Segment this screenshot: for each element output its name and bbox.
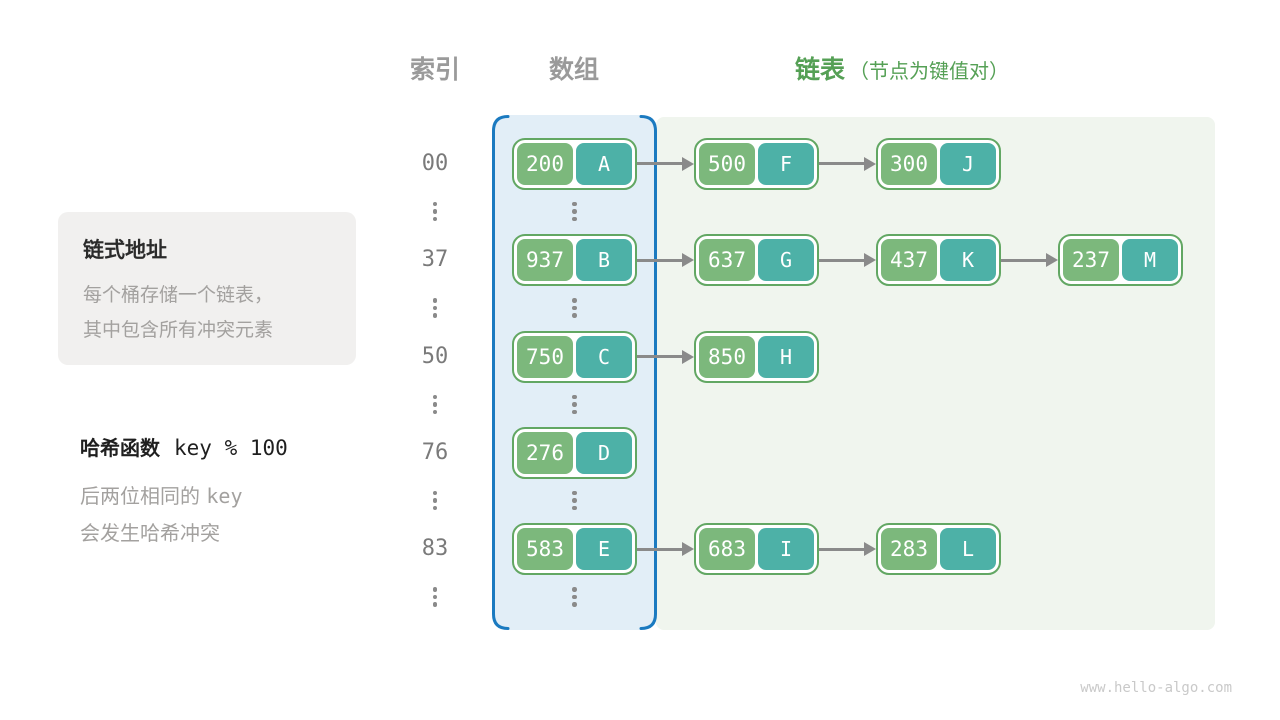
node-value: M [1122, 239, 1178, 281]
index-label: 50 [421, 343, 449, 369]
node-value: B [576, 239, 632, 281]
node-value: A [576, 142, 632, 185]
arrow-right-icon [637, 541, 694, 557]
node-key: 437 [881, 239, 937, 281]
vertical-ellipsis [404, 587, 466, 607]
hash-collision-line: 会发生哈希冲突 [80, 521, 220, 545]
node-value: E [576, 528, 632, 570]
info-box-title: 链式地址 [83, 238, 167, 262]
vertical-ellipsis [512, 587, 637, 607]
hash-function-line: 哈希函数 key % 100 [80, 432, 288, 461]
arrow-right-icon [819, 252, 876, 268]
vertical-ellipsis [404, 394, 466, 414]
hash-function-note: 哈希函数 key % 100 后两位相同的 key 会发生哈希冲突 [80, 432, 288, 552]
header-linked-list-title: 链表 [795, 55, 846, 84]
node-value: C [576, 335, 632, 378]
array-bracket-border [492, 115, 657, 630]
info-box-chaining: 链式地址 每个桶存储一个链表， 其中包含所有冲突元素 [58, 212, 356, 365]
vertical-ellipsis [404, 490, 466, 510]
node-value: K [940, 239, 996, 281]
arrow-right-icon [1001, 252, 1058, 268]
node-value: I [758, 528, 814, 570]
node-value: D [576, 431, 632, 474]
node-key: 276 [517, 431, 573, 474]
node-key: 500 [699, 142, 755, 185]
vertical-ellipsis [404, 201, 466, 221]
arrow-right-icon [637, 252, 694, 268]
index-label: 37 [421, 247, 449, 272]
node-key: 200 [517, 142, 573, 185]
node-key: 237 [1063, 239, 1119, 281]
node-value: J [940, 142, 996, 185]
node-key: 683 [699, 528, 755, 570]
index-label: 76 [421, 439, 449, 465]
arrow-right-icon [819, 156, 876, 172]
arrow-right-icon [637, 349, 694, 365]
hash-collision-code: key [206, 484, 243, 508]
watermark: www.hello-algo.com [1080, 680, 1232, 696]
node-key: 937 [517, 239, 573, 281]
index-label: 83 [421, 536, 449, 561]
info-box-line: 其中包含所有冲突元素 [83, 319, 274, 341]
header-linked-list-note: （节点为键值对） [849, 59, 1010, 83]
node-key: 283 [881, 528, 937, 570]
node-key: 637 [699, 239, 755, 281]
node-value: L [940, 528, 996, 570]
node-key: 750 [517, 335, 573, 378]
arrow-right-icon [819, 541, 876, 557]
vertical-ellipsis [404, 298, 466, 318]
node-value: F [758, 142, 814, 185]
node-key: 300 [881, 142, 937, 185]
vertical-ellipsis [512, 490, 637, 510]
node-value: H [758, 335, 814, 378]
arrow-right-icon [637, 156, 694, 172]
info-box-line: 每个桶存储一个链表， [83, 284, 274, 306]
node-value: G [758, 239, 814, 281]
node-key: 583 [517, 528, 573, 570]
hash-collision-text: 后两位相同的 [80, 484, 200, 508]
hash-function-label: 哈希函数 [80, 436, 160, 460]
hash-function-formula: key % 100 [174, 436, 288, 460]
hash-collision-line: 后两位相同的 key [80, 478, 288, 515]
node-key: 850 [699, 335, 755, 378]
header-array: 数组 [548, 55, 599, 84]
index-label: 00 [421, 150, 449, 176]
header-linked-list: 链表（节点为键值对） [795, 54, 1009, 86]
header-index: 索引 [409, 55, 460, 84]
vertical-ellipsis [512, 394, 637, 414]
vertical-ellipsis [512, 298, 637, 318]
vertical-ellipsis [512, 201, 637, 221]
